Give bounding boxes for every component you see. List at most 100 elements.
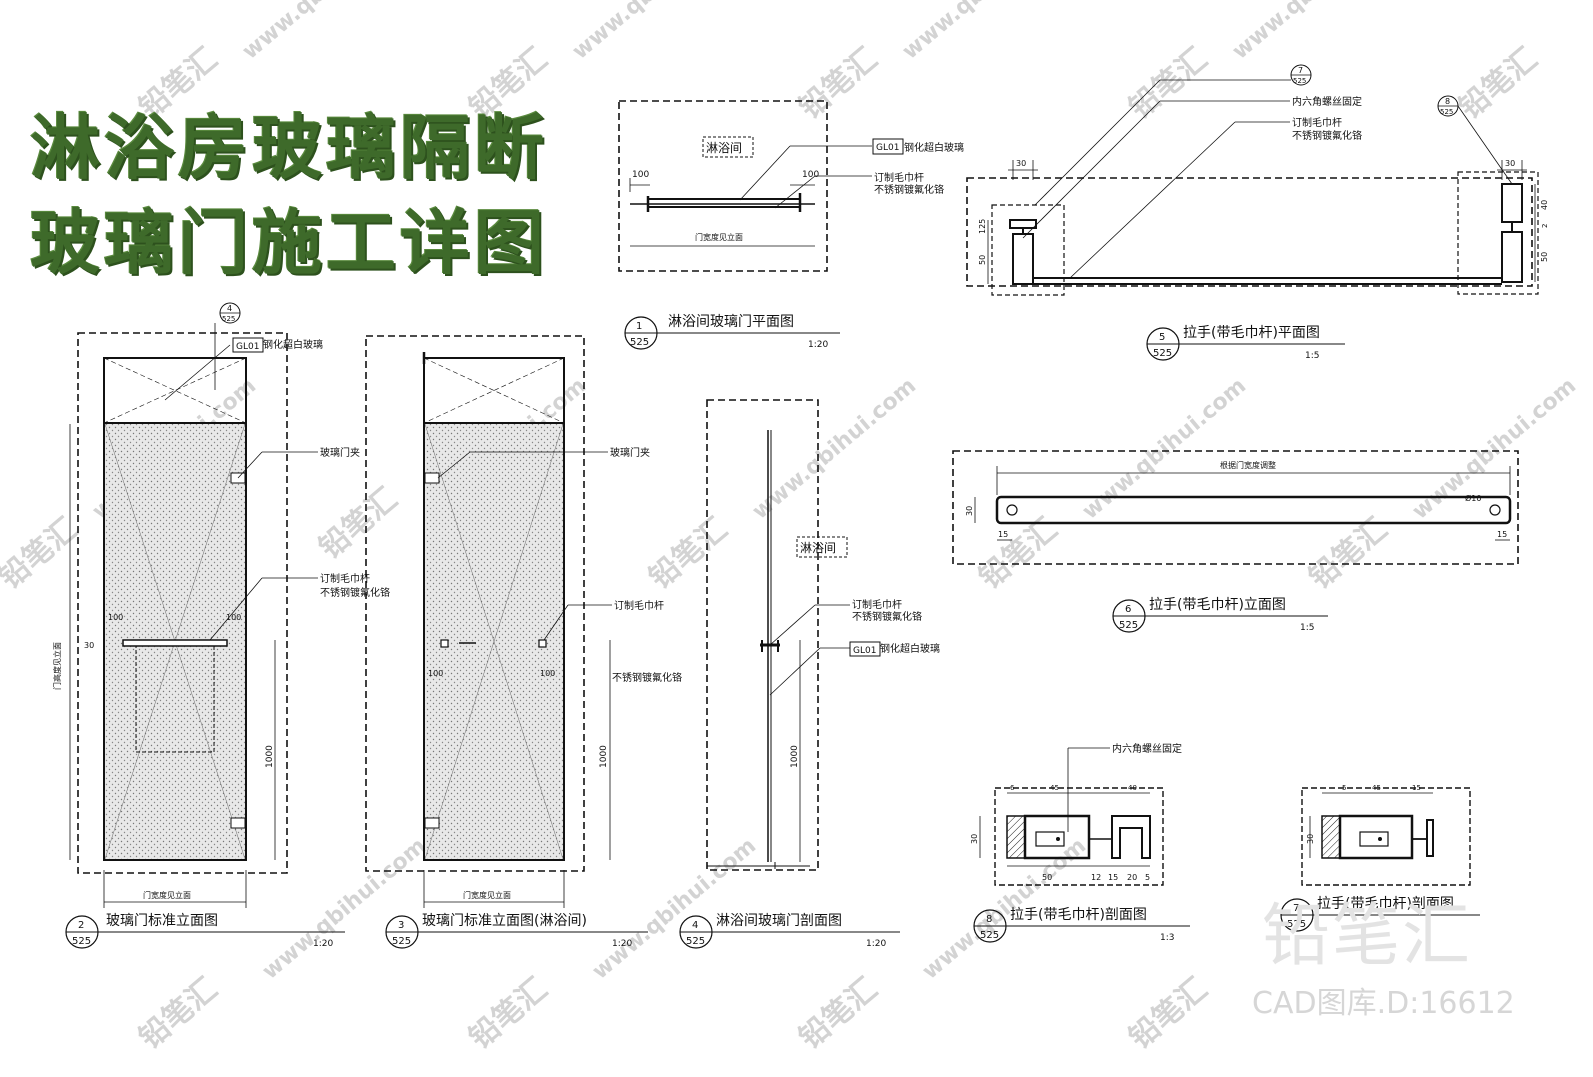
drawing-7-handle-section: 5 45 15 30 7 525 拉手(带毛巾杆)剖面图 (1280, 784, 1480, 932)
drawing-5-handle-plan: 30 30 125 50 40 2 50 7 525 内六角螺丝固定 订制毛巾杆… (966, 64, 1549, 361)
drawing-number: 7 (1293, 903, 1299, 914)
width-adjust-note: 根据门宽度调整 (1220, 460, 1276, 470)
dim-30: 30 (1505, 159, 1515, 168)
dim-20: 20 (1127, 873, 1137, 882)
watermark-mark: 铅笔汇 (793, 41, 884, 126)
drawing-number: 6 (1125, 604, 1131, 615)
tempered-glass-note: 钢化超白玻璃 (263, 338, 323, 351)
dim-100: 100 (540, 669, 555, 678)
sheet-title-line-1: 淋浴房玻璃隔断 (30, 107, 548, 189)
drawing-title: 拉手(带毛巾杆)平面图 (1183, 325, 1320, 341)
hex-screw-note: 内六角螺丝固定 (1292, 95, 1362, 108)
tempered-glass-note: 钢化超白玻璃 (904, 141, 964, 154)
gl01-tag: GL01 (853, 646, 876, 656)
watermark-mark: 铅笔汇 (133, 971, 224, 1056)
watermark-url: www.qbihui.com (258, 834, 431, 985)
watermark-url: www.qbihui.com (748, 374, 921, 525)
door-clip-note: 玻璃门夹 (320, 446, 360, 459)
dim-15: 15 (1108, 873, 1118, 882)
dim-100: 100 (632, 170, 649, 180)
sheet-number: 525 (392, 936, 411, 947)
dim-15: 15 (998, 530, 1008, 539)
drawing-8-handle-section: 内六角螺丝固定 6 45 40 30 50 12 15 20 5 8 525 拉… (970, 742, 1190, 943)
dim-45: 45 (1372, 784, 1381, 792)
drawing-scale: 1:20 (808, 340, 828, 350)
drawing-2-elevation: 门宽度见立面 门高度见立面 1000 100 100 30 4 525 GL01… (52, 302, 390, 949)
watermark-url: www.qbihui.com (568, 0, 741, 65)
dim-40: 40 (1128, 784, 1137, 792)
dim-30: 30 (965, 506, 974, 516)
towel-bar-note: 订制毛巾杆 (852, 598, 902, 611)
drawing-number: 2 (78, 920, 84, 931)
finish-note: 不锈钢镀氟化铬 (320, 586, 390, 599)
callout-number: 4 (227, 304, 232, 313)
drawing-scale: 1:20 (313, 939, 333, 949)
watermark-mark: 铅笔汇 (643, 511, 734, 596)
dim-40: 40 (1540, 200, 1549, 210)
drawing-title: 拉手(带毛巾杆)剖面图 (1317, 896, 1454, 912)
callout-number: 7 (1298, 66, 1303, 75)
watermark-mark: 铅笔汇 (1453, 41, 1544, 126)
dim-30: 30 (1016, 159, 1026, 168)
watermark-mark: 铅笔汇 (1123, 971, 1214, 1056)
drawing-title: 玻璃门标准立面图 (106, 912, 218, 929)
dim-100: 100 (802, 170, 819, 180)
dim-6: 6 (1010, 784, 1015, 792)
drawing-6-handle-elevation: 根据门宽度调整 30 15 15 Ø10 6 525 拉手(带毛巾杆)立面图 1… (952, 450, 1519, 633)
dim-100: 100 (226, 613, 241, 622)
dim-5: 5 (1145, 873, 1150, 882)
dim-1000: 1000 (599, 745, 609, 768)
callout-sheet: 525 (1293, 77, 1306, 85)
drawing-scale: 1:20 (866, 939, 886, 949)
diameter-dim: Ø10 (1465, 493, 1481, 503)
drawing-title: 拉手(带毛巾杆)立面图 (1149, 597, 1286, 613)
door-width-note: 门宽度见立面 (143, 890, 191, 900)
drawing-4-section: 1000 淋浴间 订制毛巾杆 不锈钢镀氟化铬 GL01 钢化超白玻璃 4 525… (679, 399, 940, 949)
dim-1000: 1000 (265, 745, 275, 768)
finish-note: 不锈钢镀氟化铬 (612, 671, 682, 684)
gl01-tag: GL01 (236, 342, 259, 352)
dim-1000: 1000 (790, 745, 800, 768)
callout-sheet: 525 (222, 315, 235, 323)
watermark-url: www.qbihui.com (1408, 374, 1581, 525)
drawing-scale: 1:5 (1305, 351, 1319, 361)
drawing-number: 5 (1159, 332, 1165, 343)
door-width-note: 门宽度见立面 (463, 890, 511, 900)
watermark-mark: 铅笔汇 (793, 971, 884, 1056)
dim-45: 45 (1050, 784, 1059, 792)
dim-15: 15 (1412, 784, 1421, 792)
towel-bar-note: 订制毛巾杆 (1292, 116, 1342, 129)
drawing-scale: 1:3 (1160, 933, 1174, 943)
towel-bar-note: 订制毛巾杆 (874, 171, 924, 184)
sheet-number: 525 (72, 936, 91, 947)
drawing-title: 淋浴间玻璃门平面图 (668, 313, 794, 330)
finish-note: 不锈钢镀氟化铬 (874, 183, 944, 196)
drawing-title: 淋浴间玻璃门剖面图 (716, 912, 842, 929)
dim-30: 30 (84, 641, 94, 650)
finish-note: 不锈钢镀氟化铬 (852, 610, 922, 623)
watermark-mark: 铅笔汇 (1123, 41, 1214, 126)
drawing-number: 4 (692, 920, 698, 931)
watermark-url: www.qbihui.com (238, 0, 411, 65)
gl01-tag: GL01 (876, 143, 899, 153)
dim-30: 30 (970, 834, 979, 844)
sheet-number: 525 (686, 936, 705, 947)
dim-30: 30 (1306, 834, 1315, 844)
watermark-url: www.qbihui.com (898, 0, 1071, 65)
drawing-scale: 1:20 (612, 939, 632, 949)
drawing-1-plan: 淋浴间 100 100 门宽度见立面 GL01 钢化超白玻璃 订制毛巾杆 不锈钢… (618, 100, 964, 350)
dim-5: 5 (1342, 784, 1346, 792)
sheet-number: 525 (1153, 348, 1172, 359)
sheet-title-line-2: 玻璃门施工详图 (30, 202, 548, 284)
drawing-title: 拉手(带毛巾杆)剖面图 (1010, 907, 1147, 923)
dim-2: 2 (1541, 224, 1549, 228)
sheet-number: 525 (1119, 620, 1138, 631)
finish-note: 不锈钢镀氟化铬 (1292, 129, 1362, 142)
dim-125: 125 (978, 219, 987, 234)
drawing-number: 8 (986, 914, 992, 925)
sheet-number: 525 (630, 337, 649, 348)
brand-logo-text: 铅笔汇 (1262, 897, 1473, 976)
watermark-url: www.qbihui.com (1078, 374, 1251, 525)
watermark-mark: 铅笔汇 (0, 511, 84, 596)
